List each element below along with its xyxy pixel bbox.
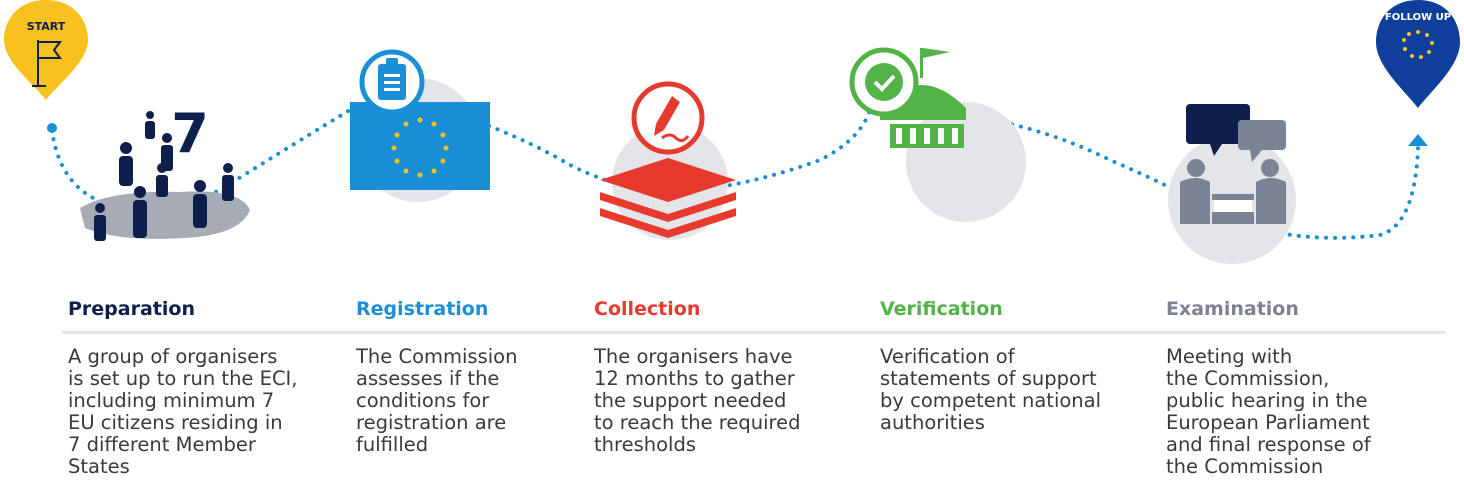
people-icon (94, 111, 234, 241)
clipboard-icon (378, 58, 406, 100)
divider (62, 331, 1446, 334)
registration-illustration (350, 49, 490, 202)
followup-label: FOLLOW UP (1385, 12, 1451, 23)
step-title-verification: Verification (880, 298, 1003, 320)
signature-pen-icon (654, 96, 690, 143)
map-shape (80, 191, 250, 239)
step-desc-registration: The Commission assesses if the condition… (356, 345, 518, 456)
start-label: START (27, 20, 66, 33)
collection-illustration (600, 81, 736, 240)
preparation-number: 7 (171, 102, 209, 165)
followup-arrow (1408, 134, 1428, 146)
step-desc-examination: Meeting with the Commission, public hear… (1166, 345, 1371, 478)
stack-icon (600, 158, 736, 202)
ecitizens-initiative-diagram: START FOLLOW UP 7 (4, 0, 1460, 264)
step-title-examination: Examination (1166, 298, 1299, 320)
start-pin: START (4, 0, 88, 100)
verification-illustration (849, 47, 1026, 222)
eu-stars (391, 117, 449, 178)
step-title-preparation: Preparation (68, 298, 195, 320)
step-title-collection: Collection (594, 298, 701, 320)
meeting-icon (1180, 104, 1286, 224)
examination-illustration (1168, 104, 1296, 264)
step-title-registration: Registration (356, 298, 489, 320)
preparation-illustration: 7 (80, 102, 250, 241)
verified-badge-icon (865, 63, 903, 101)
step-desc-collection: The organisers have 12 months to gather … (594, 345, 801, 456)
flag-icon (32, 40, 62, 87)
eu-stars-icon (1402, 30, 1434, 59)
followup-pin: FOLLOW UP (1376, 0, 1460, 108)
step-desc-preparation: A group of organisers is set up to run t… (68, 345, 298, 478)
start-dot (47, 123, 57, 133)
step-desc-verification: Verification of statements of support by… (880, 345, 1102, 434)
